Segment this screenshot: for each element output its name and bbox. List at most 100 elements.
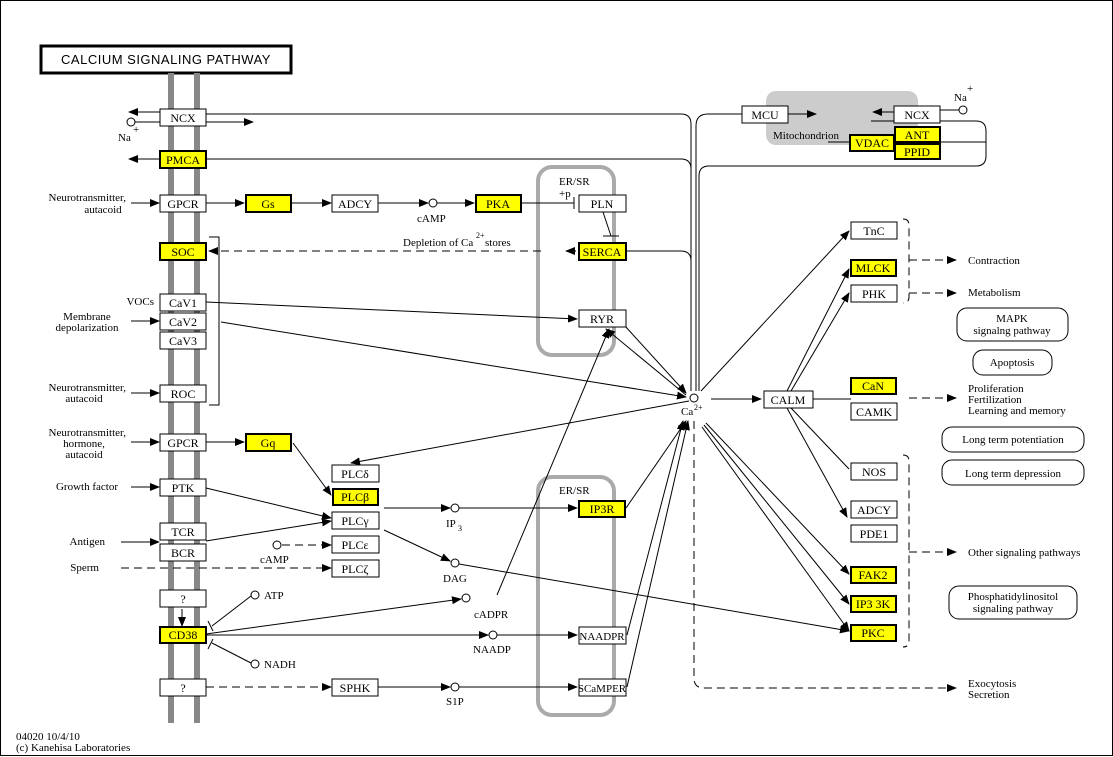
gene-gpcr-2[interactable]: GPCR xyxy=(159,433,207,452)
dag-label: DAG xyxy=(443,573,467,585)
gene-plcg[interactable]: PLCγ xyxy=(331,511,380,530)
sodium-mito-label: Na xyxy=(954,92,967,104)
gene-ncx-mito[interactable]: NCX xyxy=(893,105,941,124)
gene-pde1[interactable]: PDE1 xyxy=(850,524,898,543)
stimulus-labels: Neurotransmitter, autacoid VOCs Membrane… xyxy=(49,130,840,574)
link-mapk-pathway[interactable]: MAPK signalng pathway xyxy=(956,307,1069,342)
er-sr-compartment-bottom xyxy=(536,475,616,717)
svg-text:Apoptosis: Apoptosis xyxy=(990,357,1035,369)
gene-camk[interactable]: CAMK xyxy=(850,402,898,421)
mitochondrion-label: Mitochondrion xyxy=(773,130,839,142)
gene-unknown-2[interactable]: ? xyxy=(159,678,207,697)
gene-pkc[interactable]: PKC xyxy=(850,624,897,642)
gene-calm[interactable]: CALM xyxy=(763,390,814,409)
svg-text:PDE1: PDE1 xyxy=(860,527,889,541)
svg-text:signaling pathway: signaling pathway xyxy=(973,603,1054,615)
svg-text:Phosphatidylinositol: Phosphatidylinositol xyxy=(968,591,1058,603)
nadh-node[interactable] xyxy=(250,659,260,669)
gene-fak2[interactable]: FAK2 xyxy=(850,566,897,584)
gene-cav2[interactable]: CaV2 xyxy=(159,312,207,331)
link-long-term-depression[interactable]: Long term depression xyxy=(941,459,1085,486)
svg-text:CaN: CaN xyxy=(862,379,884,393)
gene-soc[interactable]: SOC xyxy=(159,242,207,261)
cadpr-node[interactable] xyxy=(461,593,471,603)
svg-text:MLCK: MLCK xyxy=(856,261,891,275)
camp2-label: cAMP xyxy=(260,554,289,566)
gene-gs[interactable]: Gs xyxy=(245,194,292,213)
gene-serca[interactable]: SERCA xyxy=(578,242,627,261)
calcium-ion-node[interactable] xyxy=(689,393,699,403)
gene-ppid[interactable]: PPID xyxy=(894,143,941,160)
gene-plcb[interactable]: PLCβ xyxy=(332,488,379,506)
camp2-node[interactable] xyxy=(272,540,282,550)
naadp-node[interactable] xyxy=(488,630,498,640)
gene-nos[interactable]: NOS xyxy=(850,462,898,481)
outcome-exocytosis: Exocytosis xyxy=(968,678,1016,690)
gene-phk[interactable]: PHK xyxy=(850,284,898,303)
svg-text:Learning and memory: Learning and memory xyxy=(968,405,1066,417)
gene-ryr[interactable]: RYR xyxy=(578,309,627,328)
link-long-term-potentiation[interactable]: Long term potentiation xyxy=(941,426,1085,453)
gene-tcr[interactable]: TCR xyxy=(159,522,207,541)
svg-text:NAADPR: NAADPR xyxy=(579,631,625,643)
compound-labels: Na + Na + cAMP cAMP IP 3 DAG cADPR NAADP… xyxy=(118,83,973,708)
gene-scamper[interactable]: SCaMPER xyxy=(578,678,627,697)
svg-text:Secretion: Secretion xyxy=(968,689,1010,701)
gene-tnc[interactable]: TnC xyxy=(850,221,898,240)
outcome-contraction: Contraction xyxy=(968,255,1020,267)
camp-node[interactable] xyxy=(428,198,438,208)
gene-ip3r[interactable]: IP3R xyxy=(578,500,626,518)
gene-bcr[interactable]: BCR xyxy=(159,543,207,562)
svg-text:VDAC: VDAC xyxy=(855,136,889,150)
svg-text:signalng pathway: signalng pathway xyxy=(973,325,1051,337)
svg-text:ANT: ANT xyxy=(905,128,930,142)
gene-gpcr[interactable]: GPCR xyxy=(159,194,207,213)
gene-plce[interactable]: PLCε xyxy=(331,535,380,554)
gene-ant[interactable]: ANT xyxy=(894,126,941,143)
gene-pka[interactable]: PKA xyxy=(475,194,522,213)
gene-gq[interactable]: Gq xyxy=(245,433,292,452)
sodium-ion-mito-node[interactable] xyxy=(958,105,968,115)
gene-adcy-2[interactable]: ADCY xyxy=(850,500,898,519)
gene-adcy[interactable]: ADCY xyxy=(331,194,379,213)
gene-pln[interactable]: PLN xyxy=(578,194,627,213)
gene-roc[interactable]: ROC xyxy=(159,384,207,403)
sodium-ion-node[interactable] xyxy=(126,117,136,127)
gene-ip3-3k[interactable]: IP3 3K xyxy=(850,595,897,613)
gene-ptk[interactable]: PTK xyxy=(159,478,207,497)
vocs-label: VOCs xyxy=(126,296,154,308)
svg-text:SPHK: SPHK xyxy=(340,681,371,695)
svg-text:IP3 3K: IP3 3K xyxy=(856,597,891,611)
gene-ncx[interactable]: NCX xyxy=(159,108,207,127)
link-phosphatidylinositol-pathway[interactable]: Phosphatidylinositol signaling pathway xyxy=(948,585,1078,620)
svg-text:PLCβ: PLCβ xyxy=(341,490,369,504)
svg-text:Long term depression: Long term depression xyxy=(965,468,1061,480)
gene-cav1[interactable]: CaV1 xyxy=(159,293,207,312)
svg-text:2+: 2+ xyxy=(694,403,703,412)
gene-vdac[interactable]: VDAC xyxy=(849,134,895,152)
gene-sphk[interactable]: SPHK xyxy=(331,678,379,697)
gene-cd38[interactable]: CD38 xyxy=(159,626,207,644)
camp-label: cAMP xyxy=(417,213,446,225)
svg-text:PKC: PKC xyxy=(861,626,884,640)
gene-mlck[interactable]: MLCK xyxy=(850,259,897,277)
svg-text:TnC: TnC xyxy=(863,224,884,238)
svg-text:PLN: PLN xyxy=(591,197,614,211)
gene-cav3[interactable]: CaV3 xyxy=(159,331,207,350)
gene-naadpr[interactable]: NAADPR xyxy=(578,626,627,645)
svg-text:PLCε: PLCε xyxy=(341,538,368,552)
ip3-node[interactable] xyxy=(450,503,460,513)
svg-text:Neurotransmitter,: Neurotransmitter, xyxy=(49,427,127,439)
s1p-node[interactable] xyxy=(450,682,460,692)
gene-pmca[interactable]: PMCA xyxy=(159,150,207,169)
svg-text:CALM: CALM xyxy=(771,393,806,407)
gene-can[interactable]: CaN xyxy=(850,377,897,395)
gene-plcz[interactable]: PLCζ xyxy=(331,559,380,578)
gene-mcu[interactable]: MCU xyxy=(741,105,789,124)
gene-unknown-1[interactable]: ? xyxy=(159,589,207,608)
atp-node[interactable] xyxy=(250,590,260,600)
gene-plcd[interactable]: PLCδ xyxy=(331,464,380,483)
link-apoptosis[interactable]: Apoptosis xyxy=(972,349,1053,376)
svg-text:?: ? xyxy=(180,592,185,606)
dag-node[interactable] xyxy=(450,558,460,568)
